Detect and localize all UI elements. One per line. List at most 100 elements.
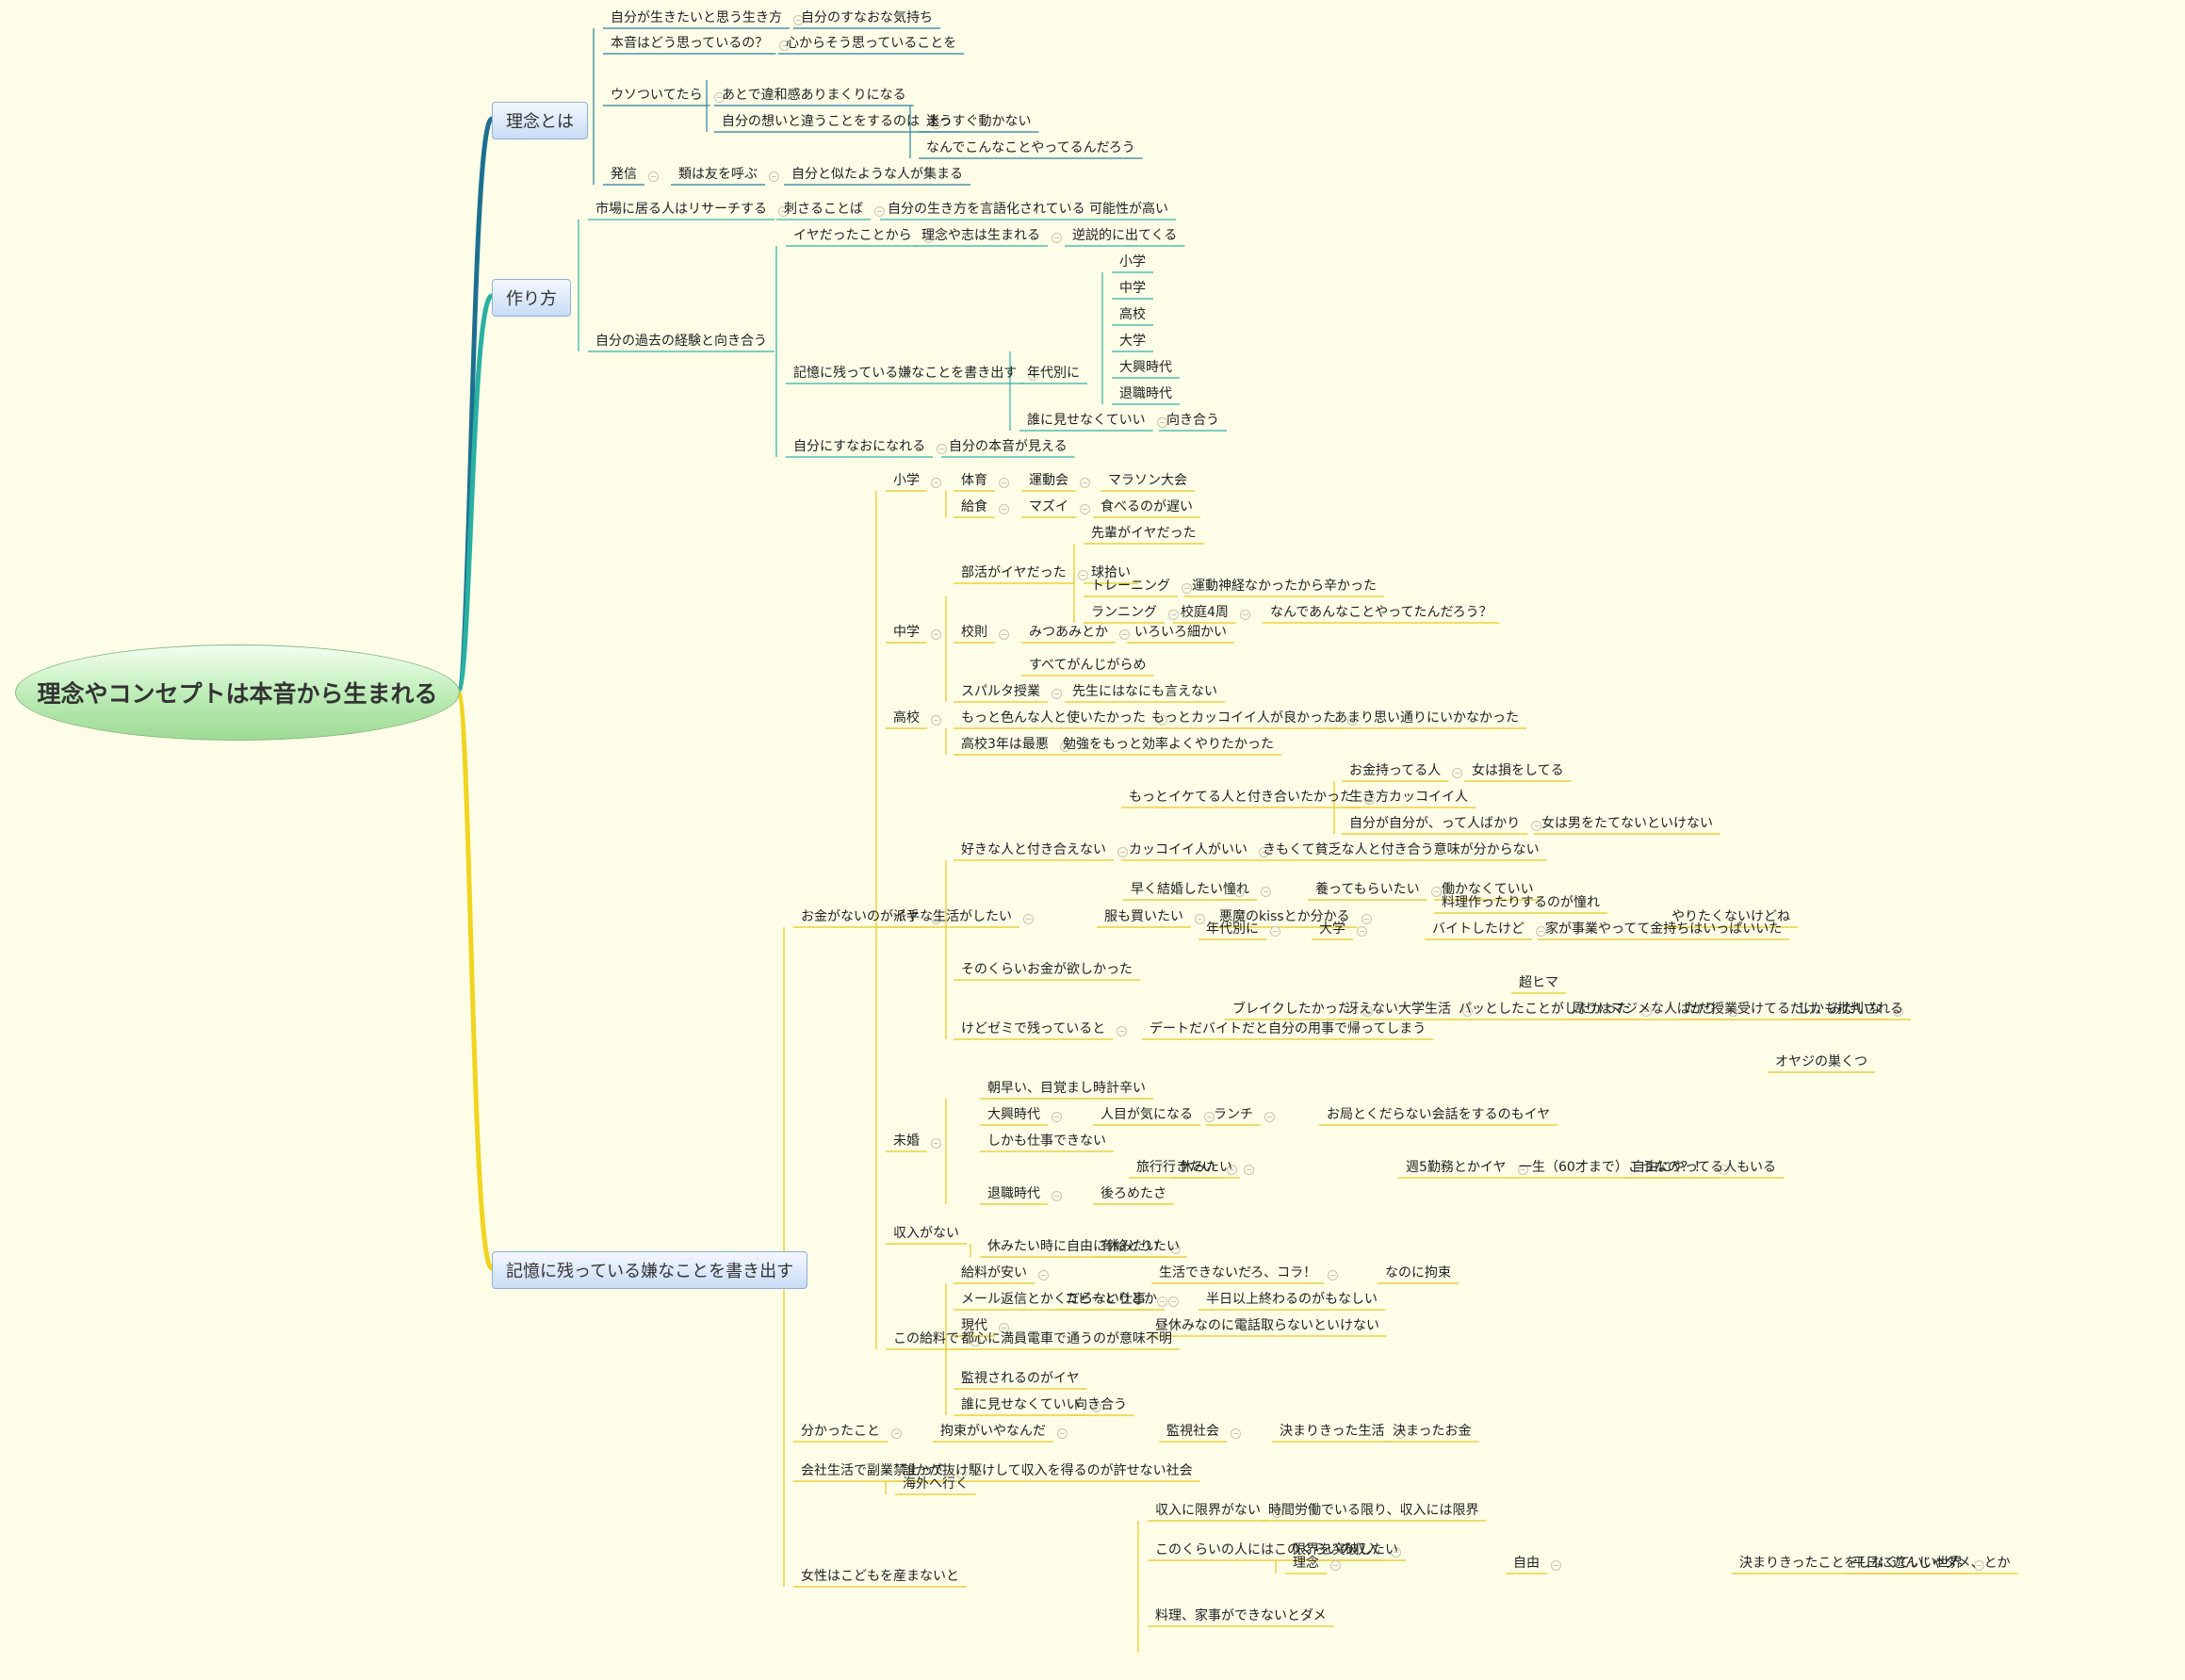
branch-topic[interactable]: 会社生活で副業禁止って (801, 1463, 946, 1478)
branch-topic[interactable]: 迷う (926, 114, 953, 129)
collapse-toggle-icon[interactable]: − (1718, 1165, 1729, 1175)
branch-topic[interactable]: ランニング (1091, 605, 1157, 620)
collapse-toggle-icon[interactable]: − (1195, 914, 1205, 924)
branch-topic[interactable]: いろいろ細かい (1134, 625, 1227, 640)
branch-topic[interactable]: トレーニング (1091, 579, 1170, 594)
branch-topic[interactable]: 料理、家事ができないとダメ (1155, 1608, 1327, 1623)
branch-topic[interactable]: ウソついてたら (611, 88, 703, 103)
collapse-toggle-icon[interactable]: − (648, 171, 659, 182)
collapse-toggle-icon[interactable]: − (1157, 1297, 1167, 1307)
collapse-toggle-icon[interactable]: − (769, 171, 779, 182)
collapse-toggle-icon[interactable]: − (1728, 1006, 1739, 1017)
branch-topic[interactable]: 限界を突破したい (1293, 1542, 1398, 1558)
collapse-toggle-icon[interactable]: − (1052, 1191, 1062, 1201)
collapse-toggle-icon[interactable]: − (1264, 1112, 1275, 1122)
branch-topic[interactable]: この給料で (893, 1331, 959, 1346)
collapse-toggle-icon[interactable]: − (999, 504, 1009, 514)
branch-topic[interactable]: きもくて貧乏な人と付き合う意味が分からない (1263, 842, 1540, 857)
branch-topic[interactable]: 退職時代 (987, 1186, 1040, 1201)
branch-topic[interactable]: オヤジの巣くつ (1775, 1054, 1867, 1069)
collapse-toggle-icon[interactable]: − (1080, 478, 1090, 488)
collapse-toggle-icon[interactable]: − (1551, 1560, 1561, 1571)
branch-topic[interactable]: 半日以上終わるのがもなしい (1206, 1292, 1378, 1307)
collapse-toggle-icon[interactable]: − (1395, 1428, 1407, 1439)
branch-topic[interactable]: 運動神経なかったから辛かった (1192, 579, 1377, 594)
branch-topic[interactable]: 誰かが抜け駆けして収入を得るのが許せない社会 (903, 1463, 1193, 1478)
branch-topic[interactable]: 自分が生きたいと思う生き方 (611, 10, 782, 25)
collapse-toggle-icon[interactable]: − (931, 478, 941, 488)
branch-topic[interactable]: 勉強をもっと効率よくやりたかった (1063, 737, 1274, 752)
branch-topic[interactable]: 有給とりたい (1101, 1239, 1180, 1254)
collapse-toggle-icon[interactable]: − (1347, 715, 1358, 726)
collapse-toggle-icon[interactable]: − (1462, 1006, 1473, 1017)
collapse-toggle-icon[interactable]: − (1168, 610, 1179, 620)
branch-topic[interactable]: このくらいの人にはこのくらいの収入 (1155, 1542, 1379, 1558)
collapse-toggle-icon[interactable]: − (999, 478, 1009, 488)
branch-topic[interactable]: 校則 (961, 625, 987, 640)
branch-topic[interactable]: 市場に居る人はリサーチする (595, 202, 767, 217)
collapse-toggle-icon[interactable]: − (1328, 1270, 1339, 1280)
branch-topic[interactable]: 給料が安い (961, 1265, 1027, 1280)
collapse-toggle-icon[interactable]: − (1531, 821, 1542, 831)
collapse-toggle-icon[interactable]: − (1170, 1244, 1181, 1254)
branch-topic[interactable]: 憧れ (1223, 882, 1249, 897)
branch-topic[interactable]: 昼休みなのに電話取らないといけない (1155, 1318, 1379, 1333)
collapse-toggle-icon[interactable]: − (1052, 1112, 1062, 1122)
branch-topic[interactable]: 給食 (961, 499, 987, 514)
branch-topic[interactable]: 誰に見せなくていい (961, 1397, 1080, 1412)
collapse-toggle-icon[interactable]: − (713, 92, 725, 103)
branch-topic[interactable]: 超ヒマ (1519, 975, 1558, 990)
branch-topic[interactable]: 朝早い、目覚まし時計辛い (987, 1081, 1146, 1096)
collapse-toggle-icon[interactable]: − (1090, 1402, 1101, 1412)
collapse-toggle-icon[interactable]: − (1077, 570, 1088, 580)
branch-topic[interactable]: 自分の生き方を言語化されている 可能性が高い (888, 202, 1169, 217)
branch-topic[interactable]: コピーとりとか (1065, 1292, 1157, 1307)
branch-topic[interactable]: 収入がない (893, 1226, 959, 1241)
branch-topic[interactable]: あまり思い通りにいかなかった (1334, 710, 1519, 726)
branch-topic[interactable]: 女は損をしてる (1472, 763, 1564, 778)
branch-topic[interactable]: なのに拘束 (1385, 1265, 1451, 1280)
branch-topic[interactable]: 大興時代 (1119, 360, 1172, 375)
branch-topic[interactable]: お局とくだらない会話をするのもイヤ (1327, 1107, 1551, 1122)
branch-topic[interactable]: 記憶に残っている嫌なことを書き出す (793, 366, 1018, 381)
branch-topic[interactable]: スパルタ授業 (961, 684, 1040, 699)
main-topic-1[interactable]: 理念とは (492, 102, 588, 139)
branch-topic[interactable]: 都心に満員電車で通うのが意味不明 (961, 1331, 1172, 1346)
collapse-toggle-icon[interactable]: − (1452, 768, 1463, 778)
branch-topic[interactable]: 心からそう思っていることを (786, 36, 957, 51)
branch-topic[interactable]: なんであんなことやってたんだろう？ (1270, 605, 1492, 620)
branch-topic[interactable]: 養ってもらいたい (1315, 882, 1420, 897)
branch-topic[interactable]: 先輩がイヤだった (1091, 526, 1197, 541)
branch-topic[interactable]: 高校 (1119, 307, 1146, 322)
branch-topic[interactable]: バイトしたけど (1432, 922, 1525, 937)
collapse-toggle-icon[interactable]: − (931, 629, 941, 640)
collapse-toggle-icon[interactable]: − (1023, 914, 1034, 924)
collapse-toggle-icon[interactable]: − (1234, 887, 1245, 897)
branch-topic[interactable]: ブレイクしたかった (1232, 1002, 1351, 1017)
branch-topic[interactable]: けどゼミで残っていると (961, 1021, 1106, 1036)
branch-topic[interactable]: 服も買いたい (1104, 909, 1183, 924)
branch-topic[interactable]: 運動会 (1029, 473, 1068, 488)
branch-topic[interactable]: お金がないのがイヤ (801, 909, 920, 924)
branch-topic[interactable]: 自分の本音が見える (949, 439, 1068, 454)
branch-topic[interactable]: 監視社会 (1166, 1424, 1219, 1439)
branch-topic[interactable]: 平日に遊んじゃダメ、とか (1852, 1556, 2011, 1571)
collapse-toggle-icon[interactable]: − (922, 233, 934, 243)
branch-topic[interactable]: 人目が気になる (1101, 1107, 1193, 1122)
branch-topic[interactable]: なんでこんなことやってるんだろう (926, 140, 1135, 155)
branch-topic[interactable]: 時間労働でいる限り、収入には限界 (1268, 1503, 1479, 1518)
branch-topic[interactable]: 好きな人と付き合えない (961, 842, 1106, 857)
collapse-toggle-icon[interactable]: − (1038, 1270, 1049, 1280)
branch-topic[interactable]: 退職時代 (1119, 386, 1172, 401)
collapse-toggle-icon[interactable]: − (1156, 417, 1167, 428)
branch-topic[interactable]: 中学 (1119, 281, 1146, 296)
branch-topic[interactable]: やりたくないけどね (1671, 909, 1790, 924)
collapse-toggle-icon[interactable]: − (1080, 504, 1090, 514)
collapse-toggle-icon[interactable]: − (1239, 610, 1250, 620)
collapse-toggle-icon[interactable]: − (931, 715, 941, 726)
collapse-toggle-icon[interactable]: − (999, 629, 1009, 640)
branch-topic[interactable]: マズイ (1029, 499, 1068, 514)
branch-topic[interactable]: 監視されるのがイヤ (961, 1371, 1080, 1386)
collapse-toggle-icon[interactable]: − (1641, 1006, 1652, 1017)
branch-topic[interactable]: マラソン大会 (1108, 473, 1187, 488)
